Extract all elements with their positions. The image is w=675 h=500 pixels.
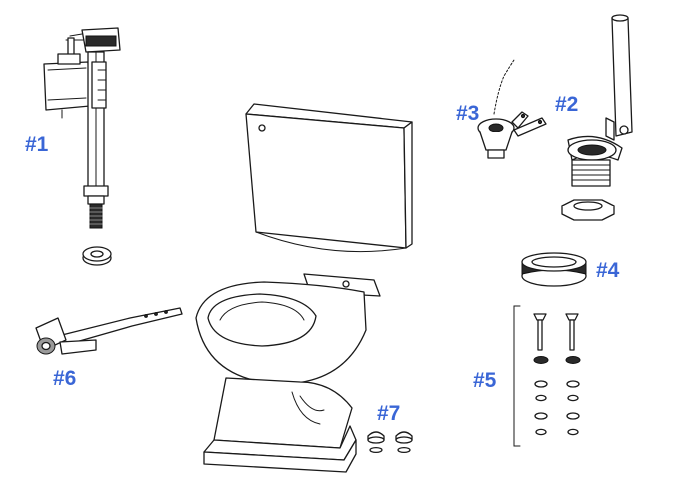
label-part-3: #3 [456, 102, 480, 125]
bolt-right [565, 313, 581, 436]
label-part-1: #1 [25, 133, 49, 156]
flapper-chain-icon [477, 59, 547, 159]
label-part-5: #5 [473, 369, 497, 392]
flush-valve-icon [561, 14, 633, 221]
toilet-tank-icon [245, 103, 413, 253]
label-part-6: #6 [53, 367, 77, 390]
bolt-left [533, 313, 549, 436]
label-part-4: #4 [596, 259, 620, 282]
trip-lever-icon [35, 307, 183, 355]
toilet-bowl-icon [195, 273, 381, 473]
label-part-2: #2 [555, 93, 579, 116]
tank-bolts-icon [513, 305, 581, 447]
tank-gasket-icon [521, 252, 587, 287]
fill-valve-icon [43, 27, 121, 266]
bolt-caps-icon [367, 431, 413, 454]
label-part-7: #7 [377, 402, 401, 425]
